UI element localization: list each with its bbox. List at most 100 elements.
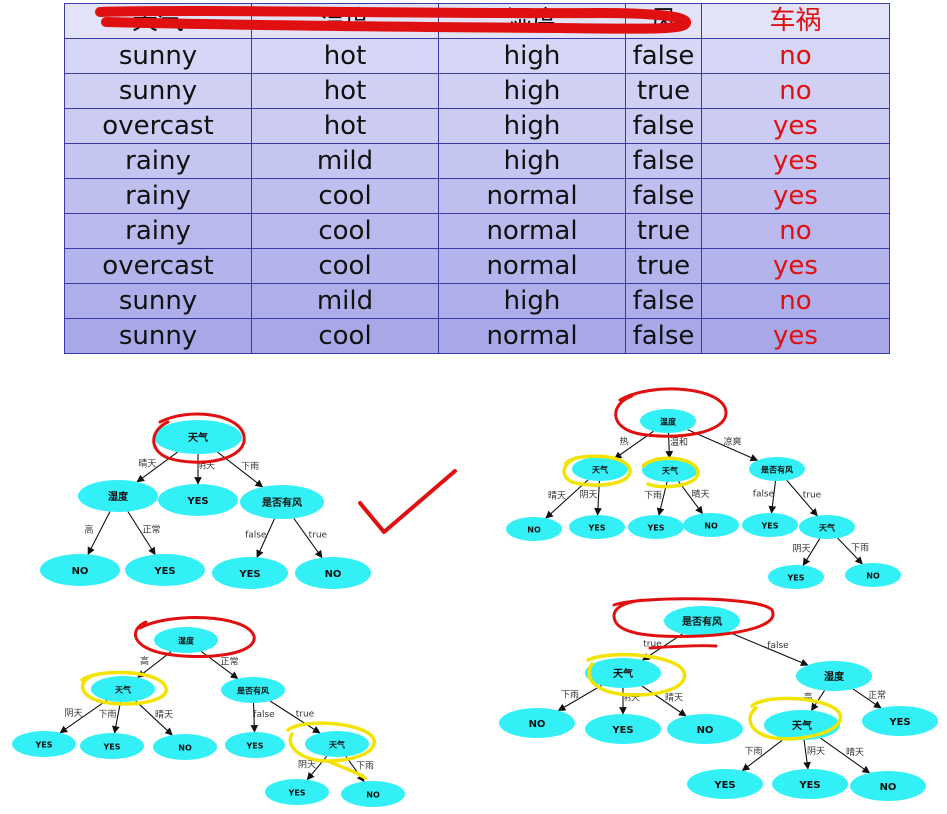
edge-label: 下雨 [644,490,662,501]
table-cell: rainy [64,178,252,214]
node-shape [158,484,238,516]
node-shape [305,731,369,757]
tree-node: YES [80,733,144,759]
tree-node: NO [295,557,371,589]
tree-edge [641,685,687,717]
table-cell: true [625,213,702,249]
node-shape [845,563,901,587]
tree-edge [803,739,811,770]
node-shape [240,485,324,519]
edge-label: false [767,641,789,651]
node-shape [742,513,798,537]
node-label: NO [366,791,380,800]
tree-node: 是否有风 [221,677,285,703]
header-accident: 车祸 [701,3,890,39]
edge-label: 下雨 [356,761,374,772]
node-label: 天气 [115,685,131,695]
node-shape [572,457,628,481]
table-cell: false [625,143,702,179]
node-shape [862,706,938,736]
tree-edge [802,538,821,567]
node-label: NO [880,782,897,793]
node-shape [772,769,848,799]
table-cell: yes [701,318,890,354]
tree-node: YES [569,515,625,539]
tree-edge [786,479,818,517]
node-label: NO [178,744,192,753]
node-label: 是否有风 [760,465,793,475]
node-label: 天气 [613,667,633,680]
tree-node: NO [850,771,926,801]
tree-edge [557,684,602,712]
node-shape [341,781,405,807]
tree-edge [127,511,156,556]
yellow-circle-annotation [748,696,843,741]
edge-label: 阴天 [807,746,825,757]
tree-edge [741,737,785,772]
table-cell: hot [251,108,439,144]
node-label: 天气 [662,466,678,476]
node-shape [664,606,740,636]
node-shape [125,554,205,586]
edge-label: 晴天 [691,488,709,500]
tree-node: NO [40,554,120,586]
yellow-circle-annotation [641,456,700,489]
node-shape [569,515,625,539]
node-label: YES [102,743,120,752]
edge-label: true [296,710,315,720]
node-label: YES [611,725,633,736]
edge-label: 阴天 [579,490,597,501]
table-cell: hot [251,73,439,109]
tree-node: YES [772,769,848,799]
table-cell: mild [251,143,439,179]
node-shape [683,513,739,537]
tree-node: 天气 [572,457,628,481]
tree-node: YES [158,484,238,516]
tree-node: YES [768,565,824,589]
table-cell: false [625,318,702,354]
node-shape [628,515,684,539]
tree-node: YES [862,706,938,736]
table-cell: high [438,143,626,179]
node-label: YES [646,524,664,533]
table-cell: no [701,213,890,249]
tree-edge [136,451,178,483]
tree-node: 天气 [585,658,661,688]
edge-label: true [803,491,822,501]
red-circle-annotation [152,412,246,464]
edge-label: 高 [140,655,149,667]
node-label: YES [798,780,820,791]
tree-node: 天气 [764,710,840,740]
node-shape [225,732,285,758]
node-label: NO [527,526,541,535]
edge-label: false [253,710,275,720]
node-label: NO [704,522,718,531]
table-cell: yes [701,178,890,214]
table-cell: true [625,73,702,109]
node-shape [153,734,217,760]
node-label: 温度 [660,417,677,427]
red-circle-annotation [612,597,775,650]
table-cell: sunny [64,73,252,109]
tree-node: 湿度 [154,627,218,653]
tree-edge [852,688,882,709]
node-label: 湿度 [108,490,129,503]
node-label: NO [697,725,714,736]
tree-node: 是否有风 [664,606,740,636]
tree-node: 天气 [154,420,242,454]
tree-node: 是否有风 [749,457,805,481]
edge-label: 阴天 [197,461,215,472]
node-shape [221,677,285,703]
yellow-circle-annotation [586,652,687,697]
tree-node: YES [265,779,329,805]
edge-label: 高 [803,691,812,703]
node-label: 是否有风 [261,496,302,509]
node-label: 天气 [329,740,345,750]
table-cell: sunny [64,283,252,319]
